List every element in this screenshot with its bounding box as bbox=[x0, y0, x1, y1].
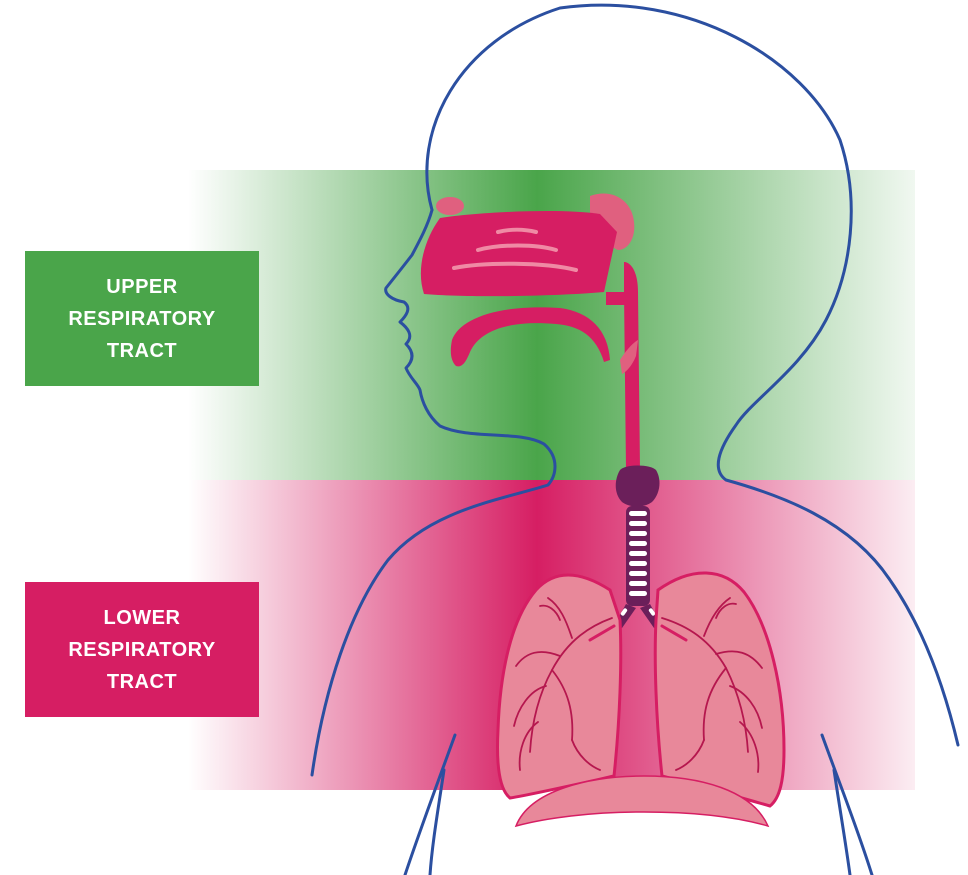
upper-label-line-1: UPPER bbox=[106, 271, 177, 303]
lower-label-line-3: TRACT bbox=[107, 666, 177, 698]
lower-respiratory-tract-label: LOWER RESPIRATORY TRACT bbox=[25, 582, 259, 717]
larynx-icon bbox=[616, 466, 660, 507]
lower-label-line-2: RESPIRATORY bbox=[68, 634, 215, 666]
lower-label-line-1: LOWER bbox=[104, 602, 181, 634]
upper-respiratory-tract-label: UPPER RESPIRATORY TRACT bbox=[25, 251, 259, 386]
upper-label-line-3: TRACT bbox=[107, 335, 177, 367]
upper-label-line-2: RESPIRATORY bbox=[68, 303, 215, 335]
